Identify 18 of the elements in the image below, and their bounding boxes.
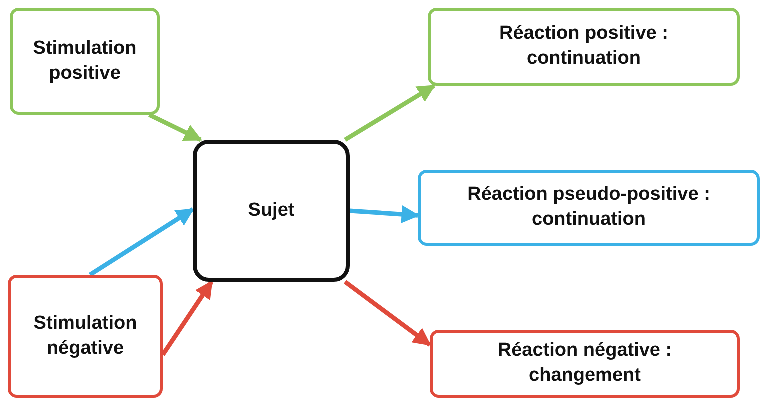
process-box: [428, 8, 740, 86]
process-box: [430, 330, 740, 398]
arrow: [350, 206, 420, 224]
process-box: [8, 275, 163, 398]
process-box: [10, 8, 160, 115]
node-label: Réaction négative : changement: [496, 339, 674, 388]
node-label: Stimulation négative: [32, 312, 138, 360]
arrow: [148, 112, 202, 142]
node-label: Réaction positive : continuation: [498, 22, 670, 71]
process-box: [418, 170, 760, 246]
arrow: [161, 280, 214, 356]
arrow: [344, 84, 436, 142]
arrow: [88, 208, 195, 277]
node-label: Réaction pseudo-positive : continuation: [466, 183, 712, 232]
subject-box: [193, 140, 350, 282]
node-label: Sujet: [248, 198, 295, 223]
node-label: Stimulation positive: [32, 36, 138, 86]
arrow: [344, 280, 432, 347]
